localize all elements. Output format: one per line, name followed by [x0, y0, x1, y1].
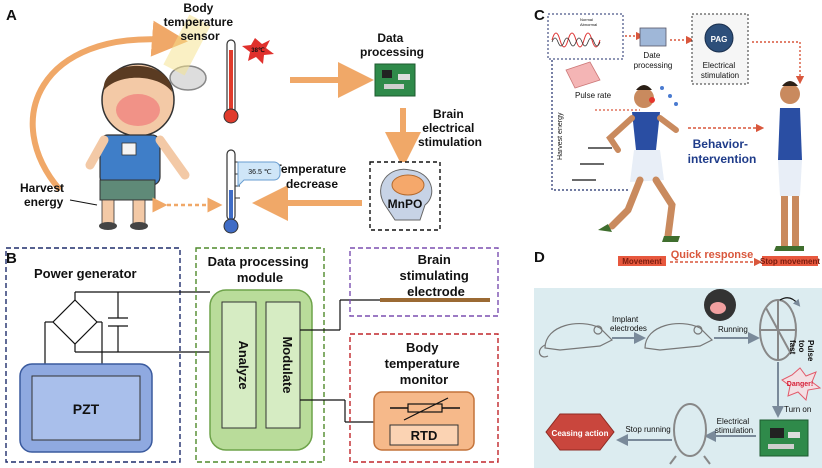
circuit-board-icon	[374, 63, 416, 97]
quick-response-label: Quick response	[671, 249, 754, 261]
pzt-label: PZT	[73, 401, 100, 417]
running-label: Running	[718, 325, 748, 334]
movement-badge	[618, 256, 666, 266]
movement-label: Movement	[622, 257, 662, 266]
running-wheel	[759, 299, 797, 361]
ceasing-label: Ceasing action	[552, 429, 609, 438]
harvest-energy-label: Harvest energy	[557, 112, 564, 160]
power-generator-box	[5, 247, 181, 463]
panel-d-letter: D	[534, 249, 545, 266]
ceasing-badge	[545, 413, 615, 451]
pulse-rate-label: Pulse rate	[575, 91, 612, 100]
reading-bubble	[237, 161, 281, 188]
temp-decrease-label: Temperature decrease	[274, 162, 349, 191]
implant-label: Implant electrodes	[610, 315, 647, 333]
rtd-label: RTD	[411, 428, 438, 443]
pag-head	[704, 23, 734, 53]
stimulator-board	[759, 419, 809, 457]
mouse-1	[538, 322, 614, 358]
electrical-stim-label: Electrical stimulation	[715, 417, 753, 435]
panel-d: D Implant electrodes Running	[534, 249, 822, 468]
module-wires	[300, 299, 380, 423]
panel-c: C Normal Abnormal Date processing PAG El…	[534, 7, 820, 267]
loop-arrow	[29, 20, 188, 192]
rectifier-bridge	[44, 291, 210, 365]
harvest-label: Harvest energy	[20, 181, 67, 209]
date-processing-label: Date processing	[634, 51, 673, 70]
processing-device	[639, 27, 667, 47]
panel-a: A Body temperature sensor	[6, 1, 482, 234]
danger-burst	[781, 367, 822, 402]
mnpo-label: MnPO	[388, 197, 423, 211]
analyze-block	[221, 301, 257, 429]
behavior-label: Behavior- intervention	[688, 137, 757, 166]
monitor-box	[349, 333, 499, 463]
harvest-loop	[551, 60, 630, 191]
analyze-label: Analyze	[236, 340, 251, 389]
electrode-label: Brain stimulating electrode	[400, 252, 473, 299]
reading-text: 36.5 ℃	[248, 169, 272, 176]
panel-b-letter: B	[6, 250, 17, 267]
pag-label: PAG	[711, 35, 728, 44]
modulate-label: Modulate	[280, 336, 295, 393]
cheek-indicator	[649, 97, 655, 103]
pulse-fast-label: Pulse too fast	[788, 340, 815, 364]
pag-stim-label: Electrical stimulation	[701, 61, 739, 80]
legend-normal: Normal	[580, 17, 593, 22]
brain-stim-label: Brain electrical stimulation	[418, 107, 482, 149]
modulate-block	[265, 301, 301, 429]
sensor-label: Body temperature sensor	[164, 1, 237, 43]
runner-figure	[598, 85, 680, 242]
data-module-label: Data processing module	[208, 254, 313, 285]
electrode-box	[349, 247, 499, 317]
panel-b: B Power generator PZT Data processing mo	[5, 247, 499, 463]
panel-a-letter: A	[6, 7, 17, 24]
data-module-box	[195, 247, 325, 463]
monitor-label: Body temperature monitor	[385, 340, 464, 387]
child-illustration	[85, 63, 190, 230]
panel-c-letter: C	[534, 7, 545, 24]
stop-running-label: Stop running	[625, 425, 670, 434]
stopped-wheel	[669, 403, 711, 465]
danger-label: Danger!	[787, 381, 813, 388]
mouse-2	[644, 322, 714, 351]
hot-badge-text: 38℃	[251, 47, 265, 54]
turn-on-label: Turn on	[784, 405, 811, 414]
hot-badge-burst	[242, 38, 274, 64]
arrow-to-stop	[752, 41, 805, 85]
stop-movement-badge	[762, 256, 818, 266]
electrode-probe	[380, 298, 490, 302]
data-processing-label: Data processing	[360, 31, 424, 59]
standing-figure	[774, 81, 804, 251]
power-generator-label: Power generator	[34, 266, 137, 281]
stop-movement-label: Stop movement	[760, 257, 820, 266]
wrist-icon	[565, 61, 601, 89]
legend-abnormal: Abnormal	[580, 22, 597, 27]
